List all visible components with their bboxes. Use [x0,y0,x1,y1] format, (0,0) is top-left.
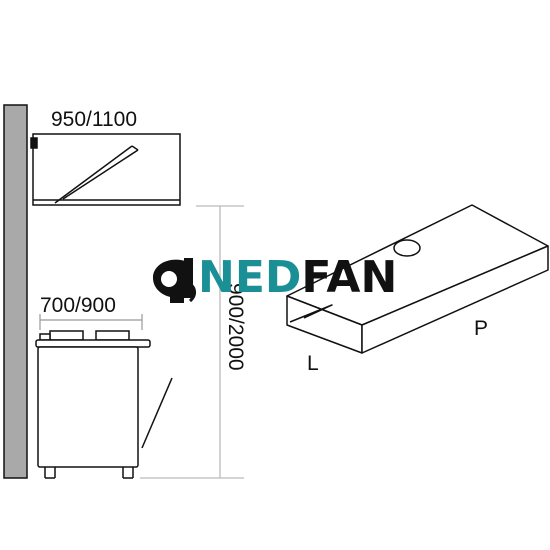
depth-label: P [474,317,488,340]
logo-part-ned: NED [198,252,301,303]
cooker [35,330,173,479]
hood-side-view [30,133,181,206]
wall [3,104,28,479]
logo-part-fan: FAN [301,252,397,303]
length-label: L [307,352,319,375]
hood-width-label: 950/1100 [51,108,137,131]
cooker-width-dimension [39,314,143,330]
cooker-width-label: 700/900 [40,294,116,317]
height-label: 900/2000 [224,283,247,371]
logo-text: NEDFAN [198,252,397,303]
nedfan-logo: NEDFAN [152,252,397,303]
height-dimension-line [140,205,244,479]
hood-3d-view [286,204,549,354]
hairdryer-icon [152,258,196,303]
